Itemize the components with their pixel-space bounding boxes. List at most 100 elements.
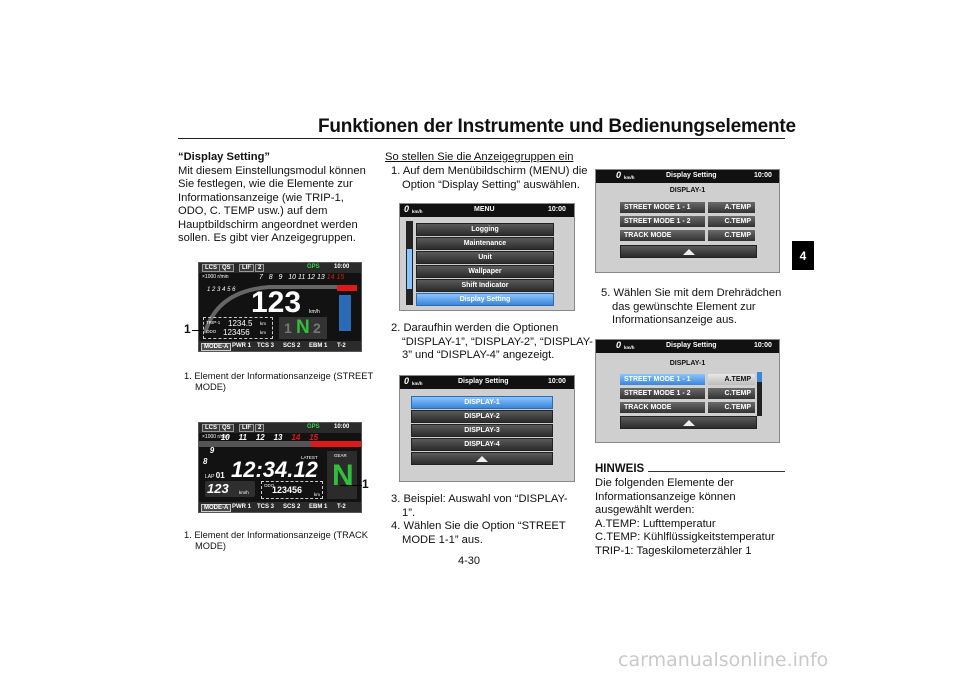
rpm-label: ×1000 r/min: [202, 434, 229, 440]
street-mode-display: LCS QS LIF 2 GPS 10:00 ×1000 r/min 7 8 9…: [198, 262, 362, 352]
track-mode-value[interactable]: C.TEMP: [708, 230, 755, 241]
screen-titlebar: 0 km/h MENU 10:00: [400, 204, 574, 217]
pwr-label: PWR 1: [232, 504, 252, 510]
page-number: 4-30: [458, 555, 481, 567]
odo-value: 123456: [272, 485, 303, 495]
menu-item-shift-indicator[interactable]: Shift Indicator: [416, 279, 554, 292]
track-mode-row[interactable]: TRACK MODE: [620, 402, 705, 413]
watermark: carmanualsonline.info: [618, 649, 829, 671]
street-mode-1-1-row[interactable]: STREET MODE 1 - 1: [620, 202, 705, 213]
note-line: TRIP-1: Tageskilometerzähler 1: [595, 544, 752, 557]
odo-label: ODO: [206, 329, 217, 334]
caption-street-mode: 1. Element der Informationsanzeige (STRE…: [184, 371, 373, 392]
header-divider: [178, 138, 785, 139]
tachometer-graphic: [203, 285, 357, 334]
screen-title: Display Setting: [666, 172, 717, 179]
track-mode-value[interactable]: C.TEMP: [708, 402, 755, 413]
value-scrollbar[interactable]: [757, 372, 762, 416]
gps-indicator: GPS: [307, 264, 320, 270]
menu-item-display-setting[interactable]: Display Setting: [416, 293, 554, 306]
odo-value: 123456: [223, 328, 250, 337]
trip-value: 1234.5: [228, 319, 253, 328]
street-mode-1-2-row[interactable]: STREET MODE 1 - 2: [620, 388, 705, 399]
t2-label: T-2: [337, 504, 346, 510]
speed-unit: km/h: [624, 175, 635, 180]
mode-bar: MODE-A PWR 1 TCS 3 SCS 2 EBM 1 T-2: [199, 341, 361, 351]
rpm-low-ticks: 1 2 3 4 5 6: [207, 287, 236, 293]
display-1-screen-a: 0 km/h Display Setting 10:00 DISPLAY-1 S…: [595, 169, 780, 273]
menu-item-maintenance[interactable]: Maintenance: [416, 237, 554, 250]
display-4-option[interactable]: DISPLAY-4: [411, 438, 553, 451]
gear-panel: GEAR N: [327, 451, 357, 499]
chapter-tab: 4: [792, 241, 814, 270]
t2-label: T-2: [337, 343, 346, 349]
up-arrow-icon: [682, 248, 695, 255]
rpm-tick-labels: 7 8 9 10 11 12 13 14 15: [259, 274, 345, 281]
menu-item-wallpaper[interactable]: Wallpaper: [416, 265, 554, 278]
note-title: HINWEIS: [595, 463, 645, 475]
display-2-option[interactable]: DISPLAY-2: [411, 410, 553, 423]
callout-line-track: [340, 485, 362, 486]
lcs-indicator: LCS: [202, 424, 220, 432]
scrollbar-thumb[interactable]: [407, 249, 412, 289]
rpm-bar: [199, 441, 361, 447]
street-mode-1-2-row[interactable]: STREET MODE 1 - 2: [620, 216, 705, 227]
back-button[interactable]: [411, 452, 553, 465]
indicator-bar: LCS QS LIF 2 GPS 10:00: [199, 423, 361, 433]
clock: 10:00: [334, 424, 350, 430]
speed-readout: 0: [404, 376, 410, 386]
menu-screen: 0 km/h MENU 10:00 Logging Maintenance Un…: [399, 203, 575, 311]
step-2: 2. Daraufhin werden die Optionen “DISPLA…: [391, 322, 593, 361]
info-display-element: TRIP-1 1234.5 km ODO 123456 km: [203, 317, 273, 339]
clock: 10:00: [334, 264, 350, 270]
gear-label: GEAR: [334, 453, 347, 458]
pwr-label: PWR 1: [232, 343, 252, 349]
odo-unit: km: [314, 492, 320, 497]
back-button[interactable]: [620, 416, 757, 429]
street-mode-1-1-value[interactable]: A.TEMP: [708, 202, 755, 213]
speed-readout: 0: [404, 204, 410, 214]
back-button[interactable]: [620, 245, 757, 258]
menu-item-logging[interactable]: Logging: [416, 223, 554, 236]
procedure-heading: So stellen Sie die Anzeigegruppen ein: [385, 151, 574, 163]
step-1: 1. Auf dem Menübildschirm (MENU) die Opt…: [391, 165, 588, 191]
level-indicator: 2: [255, 264, 265, 272]
value-scrollbar-thumb[interactable]: [757, 372, 762, 382]
screen-title: Display Setting: [458, 378, 509, 385]
callout-line-street: [192, 330, 204, 331]
level-indicator: 2: [255, 424, 265, 432]
track-mode-row[interactable]: TRACK MODE: [620, 230, 705, 241]
street-mode-1-2-value[interactable]: C.TEMP: [708, 216, 755, 227]
street-mode-1-1-row[interactable]: STREET MODE 1 - 1: [620, 374, 705, 385]
qs-indicator: QS: [219, 264, 234, 272]
clock: 10:00: [548, 378, 566, 385]
gear-panel: 1 N 2: [279, 317, 327, 339]
scrollbar[interactable]: [406, 221, 413, 305]
mode-label: MODE-A: [201, 343, 232, 351]
speed-readout: 0: [616, 340, 622, 350]
odo-label: ODO: [264, 483, 275, 488]
trip-label: TRIP-1: [206, 320, 221, 325]
screen-titlebar: 0 km/h Display Setting 10:00: [400, 376, 574, 389]
tcs-label: TCS 3: [257, 504, 275, 510]
section-title: “Display Setting”: [178, 151, 271, 163]
page-title: Funktionen der Instrumente und Bedienung…: [318, 116, 796, 137]
callout-1-track: 1: [362, 477, 369, 491]
note-line: C.TEMP: Kühlflüssigkeitstemperatur: [595, 531, 775, 543]
speed-unit: km/h: [239, 490, 249, 495]
menu-item-unit[interactable]: Unit: [416, 251, 554, 264]
step-4: 4. Wählen Sie die Option “STREET MODE 1-…: [391, 520, 566, 546]
display-1-option[interactable]: DISPLAY-1: [411, 396, 553, 409]
street-mode-1-1-value[interactable]: A.TEMP: [708, 374, 755, 385]
rpm-redline: [311, 441, 361, 447]
speed-readout: 0: [616, 170, 622, 180]
scs-label: SCS 2: [283, 504, 301, 510]
lap-label: LAP 01: [205, 471, 225, 480]
caption-track-mode: 1. Element der Informationsanzeige (TRAC…: [184, 530, 368, 551]
clock: 10:00: [754, 342, 772, 349]
intro-paragraph: Mit diesem Einstellungsmodul können Sie …: [178, 164, 366, 245]
display-3-option[interactable]: DISPLAY-3: [411, 424, 553, 437]
note-line: A.TEMP: Lufttemperatur: [595, 517, 716, 530]
latest-label: LATEST: [301, 455, 318, 460]
street-mode-1-2-value[interactable]: C.TEMP: [708, 388, 755, 399]
